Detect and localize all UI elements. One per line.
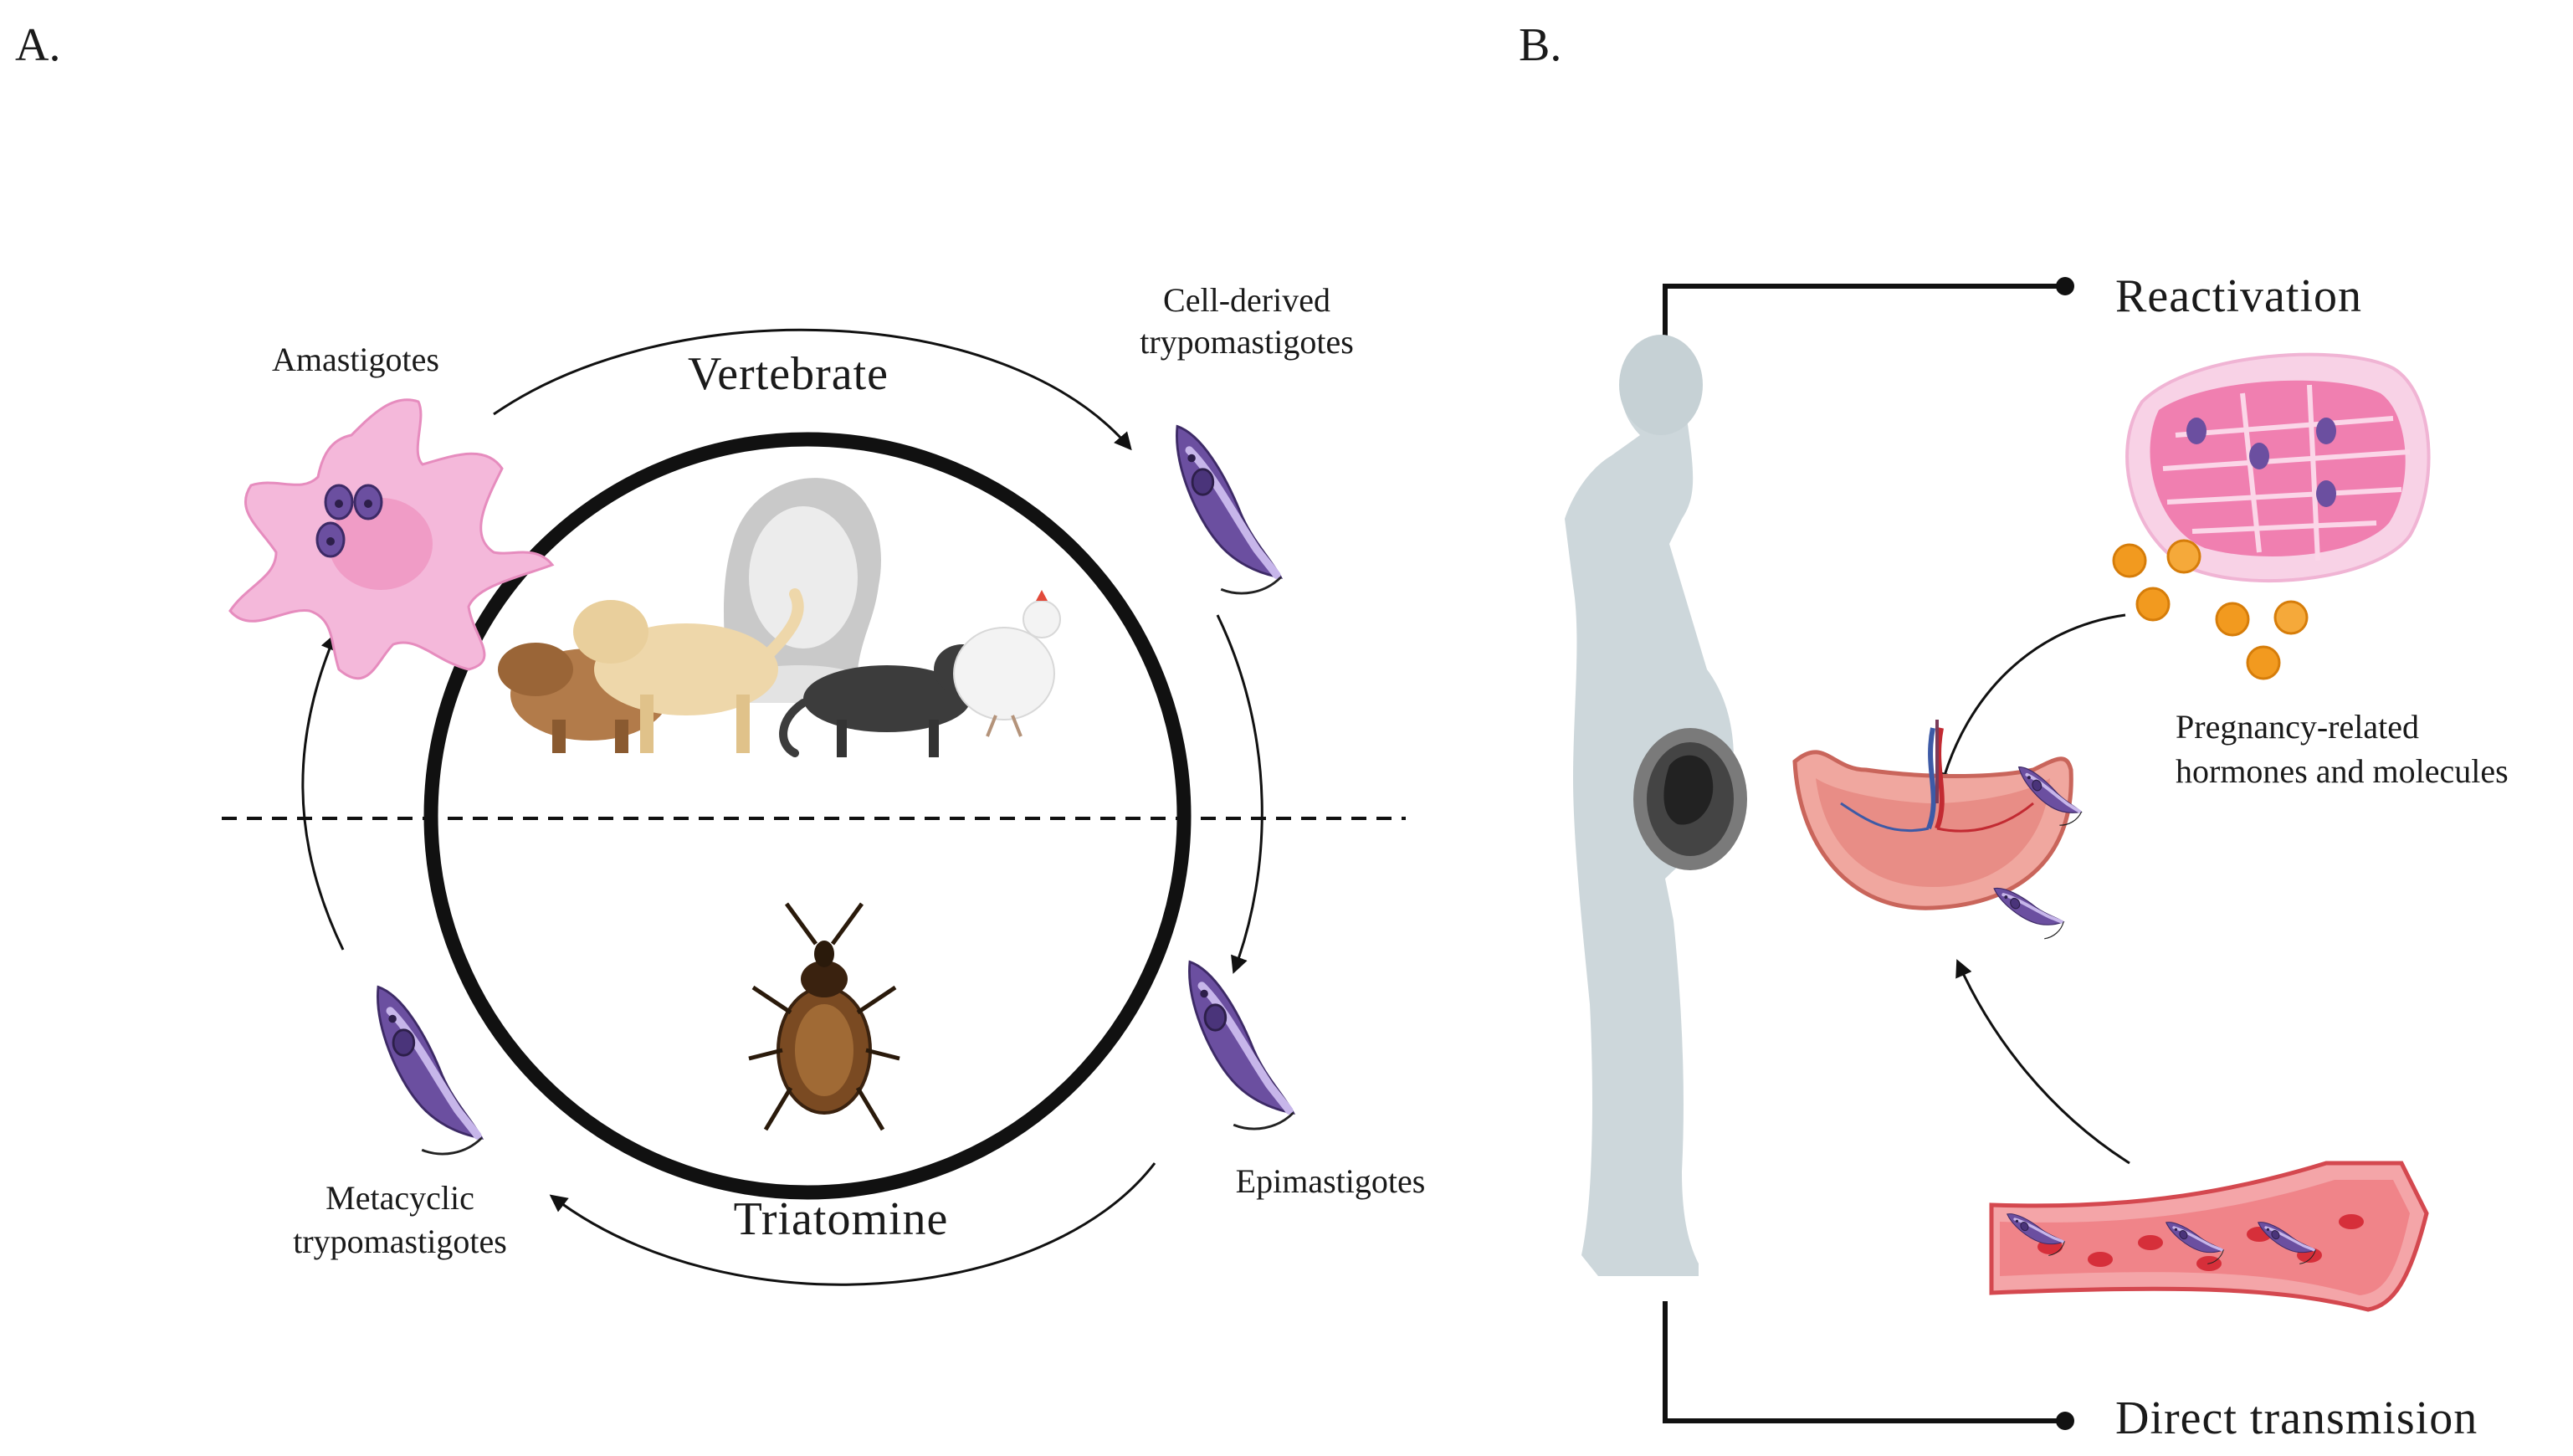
arrow-to-cell-derived [493,328,1132,451]
direct-connector [1663,1301,2063,1423]
metacyclic-label-line1: Metacyclic [325,1179,474,1217]
metacyclic-trypomastigote-icon [377,987,481,1155]
hormone-molecules-icon [2112,539,2309,680]
arrow-to-amastigotes [301,633,345,951]
placenta-icon [1792,720,2073,910]
amastigotes-label: Amastigotes [272,341,439,378]
reactivation-label: Reactivation [2115,270,2362,322]
direct-transmission-label: Direct transmision [2115,1392,2478,1444]
hormones-label-line1: Pregnancy-related [2176,708,2419,746]
arrow-to-epimastigotes [1216,614,1263,974]
vertebrate-label: Vertebrate [688,348,889,400]
panel-a: A. Vertebrate Triatomine Amastigotes Cel… [15,19,1426,1286]
panel-b: B. Reactivation Direct transmision Pregn… [1519,19,2509,1444]
amastigote-cell-icon [228,398,555,680]
epimastigotes-label: Epimastigotes [1236,1162,1426,1200]
cell-derived-trypomastigote-icon [1176,427,1280,594]
triatomine-label: Triatomine [734,1193,949,1245]
metacyclic-label-line2: trypomastigotes [293,1223,507,1260]
triatomine-bug-icon [748,902,900,1131]
pregnant-woman-silhouette-icon [1565,335,1747,1277]
panel-b-label: B. [1519,19,1561,71]
panel-a-label: A. [15,19,60,71]
muscle-tissue-icon [2125,352,2431,583]
cell-derived-label-line2: trypomastigotes [1140,323,1354,361]
arrow-hormones-to-placenta [1936,613,2126,791]
blood-vessel-icon [1989,1161,2429,1312]
reactivation-connector-dot [2056,277,2074,295]
cell-derived-label-line1: Cell-derived [1163,281,1330,319]
life-cycle-ring [423,432,1192,1200]
epimastigote-icon [1189,962,1293,1130]
direct-connector-dot [2056,1412,2074,1430]
arrow-to-metacyclic [549,1162,1156,1286]
hormones-label-line2: hormones and molecules [2176,752,2509,790]
vertebrate-hosts-icon [498,478,1061,757]
reactivation-connector [1663,284,2063,406]
arrow-blood-to-placenta [1955,959,2130,1165]
